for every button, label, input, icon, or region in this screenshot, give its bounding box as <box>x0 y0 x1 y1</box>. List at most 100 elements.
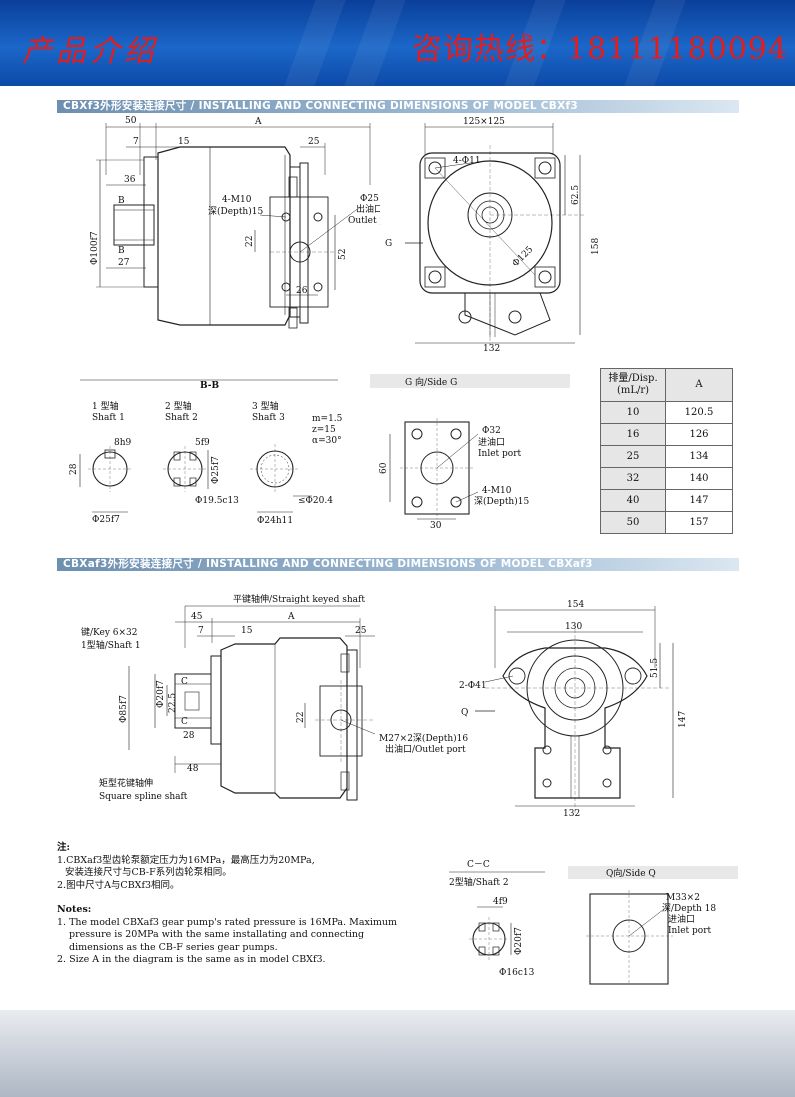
side-q-view: Q向/Side Q M33×2 深/Depth 18 进油口 Inlet por… <box>568 866 738 985</box>
note-en-1: 1. The model CBXaf3 gear pump's rated pr… <box>57 916 398 928</box>
dim-36: 36 <box>124 175 136 185</box>
dim-27: 27 <box>118 258 130 268</box>
dim-phi20-cc: Φ20f7 <box>514 927 524 955</box>
label-depth18: 深/Depth 18 <box>662 903 716 914</box>
dim-phi125: Φ125 <box>511 245 536 270</box>
note-en-1c: dimensions as the CB-F series gear pumps… <box>69 941 278 953</box>
dim-28: 28 <box>69 463 79 475</box>
dim-phi16: Φ16c13 <box>499 968 535 978</box>
side-g-title: G 向/Side G <box>405 376 457 388</box>
shaft1-en: Shaft 1 <box>92 413 125 423</box>
dim-phi100: Φ100f7 <box>90 231 100 265</box>
dim-22-5: 22.5 <box>168 693 178 713</box>
dim-phi19-5: Φ19.5c13 <box>195 496 239 506</box>
fig2-front-view: 125×125 4-Φ11 62.5 Φ125 158 132 G <box>385 117 601 354</box>
dim-5f9: 5f9 <box>195 438 210 448</box>
cc-section: C－C 2型轴/Shaft 2 4f9 Φ20f7 Φ16c13 <box>449 860 545 978</box>
dim-154: 154 <box>567 600 584 610</box>
notes-cn-title: 注: <box>57 842 71 853</box>
label-inlet-cn: 进油口 <box>478 436 505 448</box>
label-phi25: Φ25 <box>360 194 379 204</box>
label-inlet-en: Inlet port <box>478 449 522 459</box>
shaft3-cn: 3 型轴 <box>252 400 279 412</box>
dim-52: 52 <box>338 249 348 260</box>
label-m10-g: 4-M10 <box>482 486 512 496</box>
dim-phi25f7: Φ25f7 <box>92 515 120 525</box>
dim-30: 30 <box>430 521 442 531</box>
label-b-top: B <box>118 196 125 206</box>
teeth-z: z=15 <box>312 425 336 435</box>
label-g: G <box>385 239 392 249</box>
dim-phi25f7-shaft2: Φ25f7 <box>211 456 221 484</box>
label-inlet-cn-q: 进油口 <box>668 913 695 925</box>
dim-7: 7 <box>133 137 139 147</box>
note-cn-1: 1.CBXaf3型齿轮泵额定压力为16MPa，最高压力为20MPa, <box>57 854 315 866</box>
dim-15: 15 <box>178 137 190 147</box>
dim-62-5: 62.5 <box>571 185 581 205</box>
dim-147: 147 <box>678 711 688 728</box>
dim-45: 45 <box>191 612 203 622</box>
bb-title: B-B <box>200 381 220 391</box>
label-c-top: C <box>181 677 188 687</box>
label-outlet-3: 出油口/Outlet port <box>385 743 466 755</box>
note-en-1b: pressure is 20MPa with the same installa… <box>69 929 365 940</box>
side-g-view: G 向/Side G Φ32 进油口 Inlet port 60 4-M10 深… <box>370 374 570 531</box>
dim-158: 158 <box>591 238 601 255</box>
dim-phi24h11: Φ24h11 <box>257 516 293 526</box>
product-intro-title: 产品介绍 <box>22 34 158 69</box>
dim-phi20-4: ≤Φ20.4 <box>298 496 333 506</box>
shaft2-en: Shaft 2 <box>165 413 198 423</box>
label-outlet-en: Outlet port <box>348 216 380 226</box>
dim-7-3: 7 <box>198 626 204 636</box>
dim-132: 132 <box>483 344 500 354</box>
label-key: 键/Key 6×32 <box>81 626 138 638</box>
dim-4f9: 4f9 <box>493 897 508 907</box>
bb-shaft-sections: B-B 1 型轴 Shaft 1 2 型轴 Shaft 2 3 型轴 Shaft… <box>69 379 343 526</box>
notes-block: 注: 1.CBXaf3型齿轮泵额定压力为16MPa，最高压力为20MPa, 安装… <box>57 842 397 967</box>
label-4phi11: 4-Φ11 <box>453 156 481 166</box>
angle-alpha: α=30° <box>312 436 342 446</box>
dim-48: 48 <box>187 764 199 774</box>
label-c-bottom: C <box>181 717 188 727</box>
module-m: m=1.5 <box>312 414 343 424</box>
section2-title-bar: CBXaf3外形安装连接尺寸 / INSTALLING AND CONNECTI… <box>57 558 739 571</box>
notes-en-title: Notes: <box>57 904 92 915</box>
note-cn-2: 2.图中尺寸A与CBXf3相同。 <box>57 879 180 891</box>
dim-8h9: 8h9 <box>114 438 132 448</box>
label-straight-shaft: 平键轴伸/Straight keyed shaft <box>233 593 365 605</box>
shaft1-cn: 1 型轴 <box>92 400 119 412</box>
label-inlet-en-q: Inlet port <box>668 926 712 936</box>
note-cn-1b: 安装连接尺寸与CB-F系列齿轮泵相同。 <box>65 867 232 878</box>
note-en-2: 2. Size A in the diagram is the same as … <box>57 954 326 965</box>
dim-51-5: 51.5 <box>650 658 660 678</box>
label-outlet-cn: 出油口 <box>356 203 380 215</box>
dim-25-3: 25 <box>355 626 367 636</box>
dim-15-3: 15 <box>241 626 253 636</box>
label-2phi41: 2-Φ41 <box>459 681 487 691</box>
label-q: Q <box>461 708 468 718</box>
header-disp: 排量/Disp.(mL/r) <box>600 368 666 402</box>
dim-28-3: 28 <box>183 731 195 741</box>
label-b-bottom: B <box>118 246 125 256</box>
label-spline-en: Square spline shaft <box>99 792 188 802</box>
shaft2-cn: 2 型轴 <box>165 400 192 412</box>
section1-title-bar: CBXf3外形安装连接尺寸 / INSTALLING AND CONNECTIN… <box>57 100 739 113</box>
cc-shaft2: 2型轴/Shaft 2 <box>449 876 509 888</box>
dim-a: A <box>254 117 262 127</box>
label-m27: M27×2深(Depth)16 <box>379 733 468 744</box>
dim-phi85: Φ85f7 <box>119 695 129 723</box>
label-shaft1: 1型轴/Shaft 1 <box>81 639 141 651</box>
fig4-front-view: 154 130 2-Φ41 Q 51.5 147 132 <box>459 600 688 819</box>
dim-22-3: 22 <box>296 712 306 723</box>
fig1-side-view: 50 A 7 15 25 36 B B 27 Φ100f7 4-M10 深(De… <box>90 116 380 329</box>
shaft3-en: Shaft 3 <box>252 413 285 423</box>
dim-phi20: Φ20f7 <box>156 680 166 708</box>
header-a: A <box>665 368 733 402</box>
